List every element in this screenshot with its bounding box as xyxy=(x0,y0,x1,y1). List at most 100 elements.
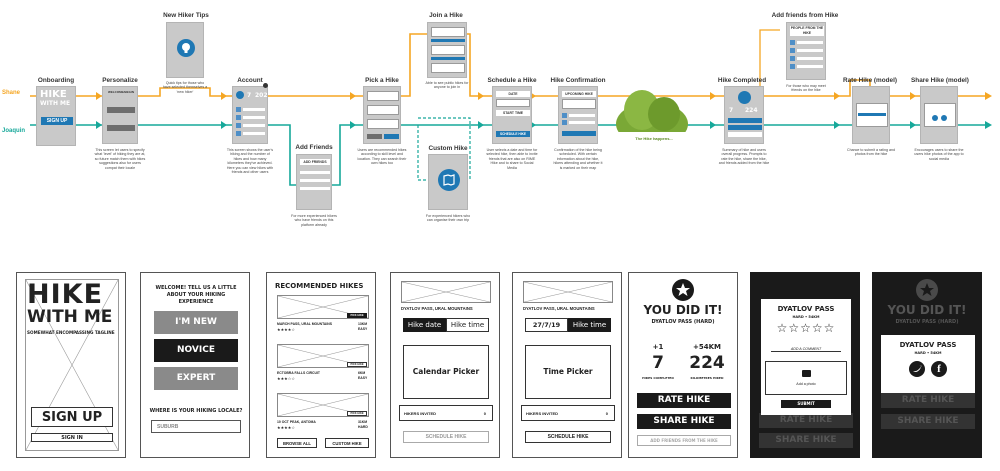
hike-name: MARCH PASS, URAL MOUNTAINS xyxy=(277,322,333,326)
star-badge-icon xyxy=(672,279,694,301)
add-photo-box[interactable]: Add a photo xyxy=(765,361,847,395)
hill-illustration xyxy=(612,90,692,140)
thumb-new-hiker-tips xyxy=(166,22,204,78)
locale-question: WHERE IS YOUR HIKING LOCALE? xyxy=(149,408,243,414)
browse-all-button[interactable]: BROWSE ALL xyxy=(277,438,317,448)
locale-input[interactable]: SUBURB xyxy=(151,420,241,433)
twitter-icon xyxy=(932,115,938,121)
hike-name: DYATLOV PASS, URAL MOUNTAINS xyxy=(401,306,473,311)
rate-hike-button[interactable]: RATE HIKE xyxy=(637,393,731,408)
sign-up-button[interactable]: SIGN UP xyxy=(31,407,113,427)
hike-name: 10 OCT PEAK, ANTOMA xyxy=(277,420,316,424)
hike-subtitle: DYATLOV PASS (HARD) xyxy=(651,319,715,325)
hikers-invited-row: HIKERS INVITED 0 xyxy=(399,405,493,421)
thumb-add-friends: ADD FRIENDS xyxy=(296,154,332,210)
gear-icon xyxy=(263,83,268,88)
option-im-new-button[interactable]: I'M NEW xyxy=(154,311,238,334)
shane-arrow-end xyxy=(985,92,992,100)
screen-rate-hike-modal: RATE HIKE SHARE HIKE DYATLOV PASS HARD •… xyxy=(750,272,860,458)
hike-image-placeholder xyxy=(401,281,491,303)
tagline: SOMEWHAT ENCOMPASSING TAGLINE xyxy=(27,330,115,335)
thumb-hike-confirmation: UPCOMING HIKE xyxy=(558,86,598,144)
thumb-custom-hike xyxy=(428,154,468,210)
hike-rating: ★★★★☆ xyxy=(277,425,295,430)
thumb-heading: UPCOMING HIKE xyxy=(562,91,596,97)
hike-time-button[interactable]: Hike time xyxy=(568,318,611,332)
thumb-date: DATE xyxy=(496,91,530,97)
step-title-add-friends-from-hike: Add friends from Hike xyxy=(771,12,839,19)
thumb-onboarding: HIKE WITH ME SIGN UP xyxy=(36,86,76,146)
schedule-hike-button[interactable]: SCHEDULE HIKE xyxy=(525,431,611,443)
hike-distance: 13KM xyxy=(358,322,368,326)
bg-share-hike-button: SHARE HIKE xyxy=(881,414,975,429)
step-title-personalize: Personalize xyxy=(102,77,138,84)
calendar-picker[interactable]: Calendar Picker xyxy=(403,345,489,399)
hike-happens-caption: The Hike happens... xyxy=(635,136,673,141)
facebook-icon[interactable]: f xyxy=(931,361,947,377)
thumb-pick-a-hike xyxy=(363,86,401,144)
note-add-friends: For more experienced hikers who have fri… xyxy=(291,214,337,227)
comment-input[interactable]: ADD A COMMENT xyxy=(771,347,841,352)
thumb-heading: WELCOME/BEGIN xyxy=(108,90,134,94)
note-join-a-hike: Able to see public hikes for anyone to j… xyxy=(425,81,469,90)
modal-subtitle: HARD • 54KM xyxy=(914,351,942,355)
hike-date-button[interactable]: Hike date xyxy=(403,318,446,332)
you-did-it-title: YOU DID IT! xyxy=(643,303,723,317)
thumb-time: START TIME xyxy=(496,110,530,116)
star-rating-input[interactable]: ☆☆☆☆☆ xyxy=(776,321,836,335)
you-did-it-title: YOU DID IT! xyxy=(887,303,967,317)
rate-modal: DYATLOV PASS HARD • 54KM ☆☆☆☆☆ ADD A COM… xyxy=(761,299,851,415)
star-badge-icon xyxy=(738,91,751,104)
time-picker[interactable]: Time Picker xyxy=(525,345,611,399)
thumb-rate-hike xyxy=(852,86,890,144)
screen-schedule-time: DYATLOV PASS, URAL MOUNTAINS 27/7/19 Hik… xyxy=(512,272,622,458)
thumb-personalize: WELCOME/BEGIN xyxy=(102,86,138,144)
hikes-delta: +1 xyxy=(652,343,664,351)
hike-subtitle: DYATLOV PASS (HARD) xyxy=(895,319,959,325)
thumb-share-hike xyxy=(920,86,958,144)
step-title-hike-completed: Hike Completed xyxy=(717,77,767,84)
shane-branch-add-friends xyxy=(759,29,780,96)
hike-time-button[interactable]: Hike time xyxy=(446,318,489,332)
note-hike-completed: Summary of hike and users overall progre… xyxy=(718,148,770,166)
modal-title: DYATLOV PASS xyxy=(899,341,957,349)
pick-hike-button[interactable]: PICK HIKE xyxy=(347,411,367,416)
hike-distance: 6KM xyxy=(358,371,366,375)
hike-name: DYATLOV PASS, URAL MOUNTAINS xyxy=(523,306,595,311)
hike-date-value[interactable]: 27/7/19 xyxy=(525,318,568,332)
screen-sign-up: HIKE WITH ME SOMEWHAT ENCOMPASSING TAGLI… xyxy=(16,272,126,458)
sign-in-button[interactable]: SIGN IN xyxy=(31,433,113,442)
submit-button[interactable]: SUBMIT xyxy=(781,400,831,408)
option-novice-button[interactable]: NOVICE xyxy=(154,339,238,362)
add-friends-from-hike-button[interactable]: ADD FRIENDS FROM THE HIKE xyxy=(637,435,731,446)
bg-rate-hike-button: RATE HIKE xyxy=(759,413,853,428)
hikers-invited-count: 0 xyxy=(483,411,486,416)
option-expert-button[interactable]: EXPERT xyxy=(154,367,238,390)
schedule-hike-button[interactable]: SCHEDULE HIKE xyxy=(403,431,489,443)
note-add-friends-from-hike: For those who may meet friends on the hi… xyxy=(786,84,826,93)
hikes-completed-count: 7 xyxy=(652,353,664,373)
thumb-join-a-hike xyxy=(427,22,467,78)
step-title-account: Account xyxy=(237,77,263,84)
note-personalize: This screen let users to specify what 'l… xyxy=(94,148,146,170)
facebook-icon xyxy=(941,115,947,121)
map-icon xyxy=(438,169,460,191)
thumb-add-friends-from-hike: PEOPLE FROM THE HIKE xyxy=(786,22,826,80)
avatar xyxy=(236,91,244,99)
thumb-account: 7 202 xyxy=(232,86,268,144)
screen-recommended-hikes: RECOMMENDED HIKES PICK HIKE MARCH PASS, … xyxy=(266,272,376,458)
pick-hike-button[interactable]: PICK HIKE xyxy=(347,313,367,318)
pick-hike-button[interactable]: PICK HIKE xyxy=(347,362,367,367)
joaquin-arrow-end xyxy=(985,121,992,129)
thumb-stat-hikes: 7 xyxy=(247,92,252,99)
twitter-icon[interactable] xyxy=(909,361,925,377)
hike-rating: ★★★☆☆ xyxy=(277,376,295,381)
hikes-completed-label: HIKES COMPLETED xyxy=(642,376,674,380)
modal-subtitle: HARD • 54KM xyxy=(792,315,820,319)
note-custom-hike: For experienced hikers who can organise … xyxy=(425,214,471,223)
hikers-invited-count: 0 xyxy=(605,411,608,416)
custom-hike-button[interactable]: CUSTOM HIKE xyxy=(325,438,369,448)
personalize-title: WELCOME! TELL US A LITTLE ABOUT YOUR HIK… xyxy=(155,285,237,305)
step-title-add-friends: Add Friends xyxy=(295,144,333,151)
share-hike-button[interactable]: SHARE HIKE xyxy=(637,414,731,429)
